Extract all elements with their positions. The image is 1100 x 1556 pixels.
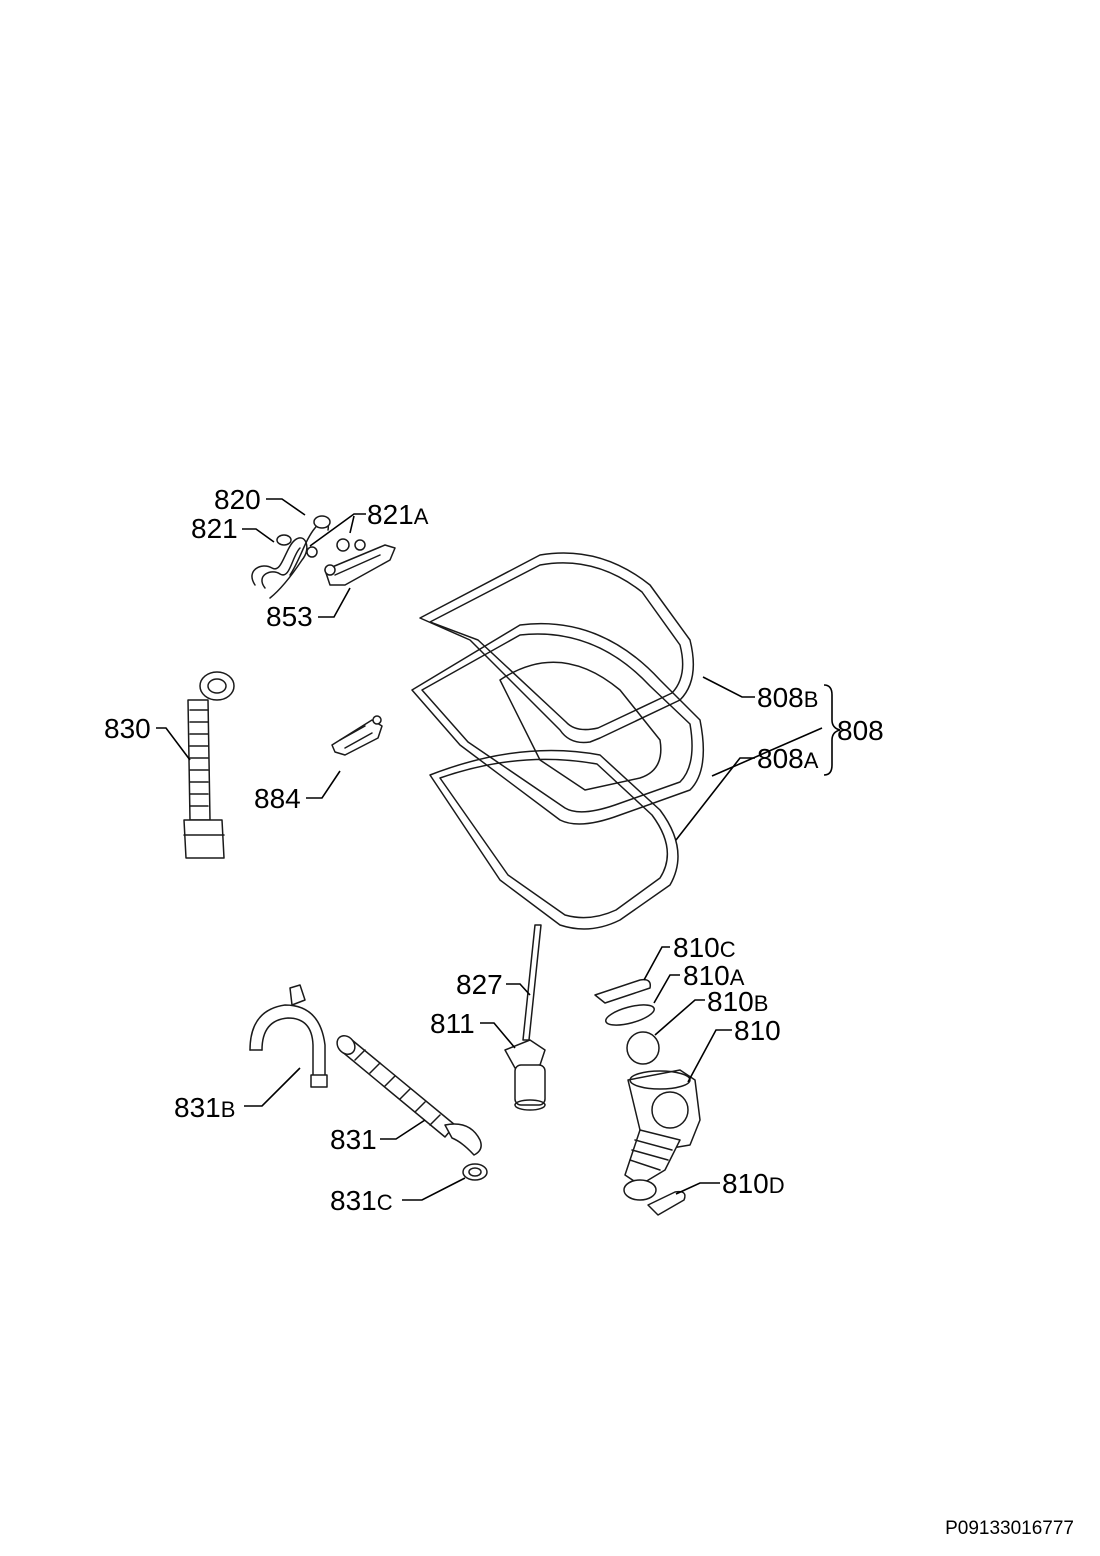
callout-808A: 808A — [757, 743, 819, 774]
callout-808: 808 — [837, 715, 884, 746]
part-831B-hose-guide — [249, 984, 328, 1088]
callout-810A: 810A — [683, 960, 745, 991]
callout-810B: 810B — [707, 986, 768, 1017]
part-808-frame — [411, 622, 705, 825]
callout-831: 831 — [330, 1124, 377, 1155]
part-827-rod — [522, 924, 542, 1041]
part-853-bracket — [324, 538, 396, 586]
callout-808B: 808B — [757, 682, 818, 713]
part-810C-cap — [594, 978, 652, 1004]
callout-853: 853 — [266, 601, 313, 632]
callout-827: 827 — [456, 969, 503, 1000]
part-884-clip — [331, 715, 383, 756]
callout-811: 811 — [430, 1008, 475, 1039]
part-808B-lid-frame — [419, 552, 695, 744]
callout-821A: 821A — [367, 499, 429, 530]
part-810D-cap — [647, 1190, 686, 1216]
part-810-sump — [623, 1069, 701, 1201]
callout-831B: 831B — [174, 1092, 235, 1123]
callout-821: 821 — [191, 513, 238, 544]
callout-820: 820 — [214, 484, 261, 515]
part-820-821-hoses — [251, 515, 331, 599]
part-831-hose — [336, 1035, 482, 1156]
callout-884: 884 — [254, 783, 301, 814]
callout-830: 830 — [104, 713, 151, 744]
part-831C-clamp — [462, 1163, 488, 1181]
part-810B-ball — [626, 1031, 660, 1065]
leader-lines — [156, 498, 823, 1201]
callout-810D: 810D — [722, 1168, 785, 1199]
part-811-pump — [504, 1039, 546, 1111]
group-brace-808 — [823, 684, 841, 776]
callout-831C: 831C — [330, 1185, 393, 1216]
part-830-drain-hose — [183, 671, 235, 859]
callout-810C: 810C — [673, 932, 736, 963]
callout-810: 810 — [734, 1015, 781, 1046]
part-810A-seal — [605, 1004, 655, 1026]
part-808A-gasket — [429, 749, 679, 930]
callout-labels: 820 821 821A 853 830 884 808B 808 808A 8… — [104, 484, 884, 1216]
drawing-reference-code: P09133016777 — [945, 1518, 1074, 1539]
